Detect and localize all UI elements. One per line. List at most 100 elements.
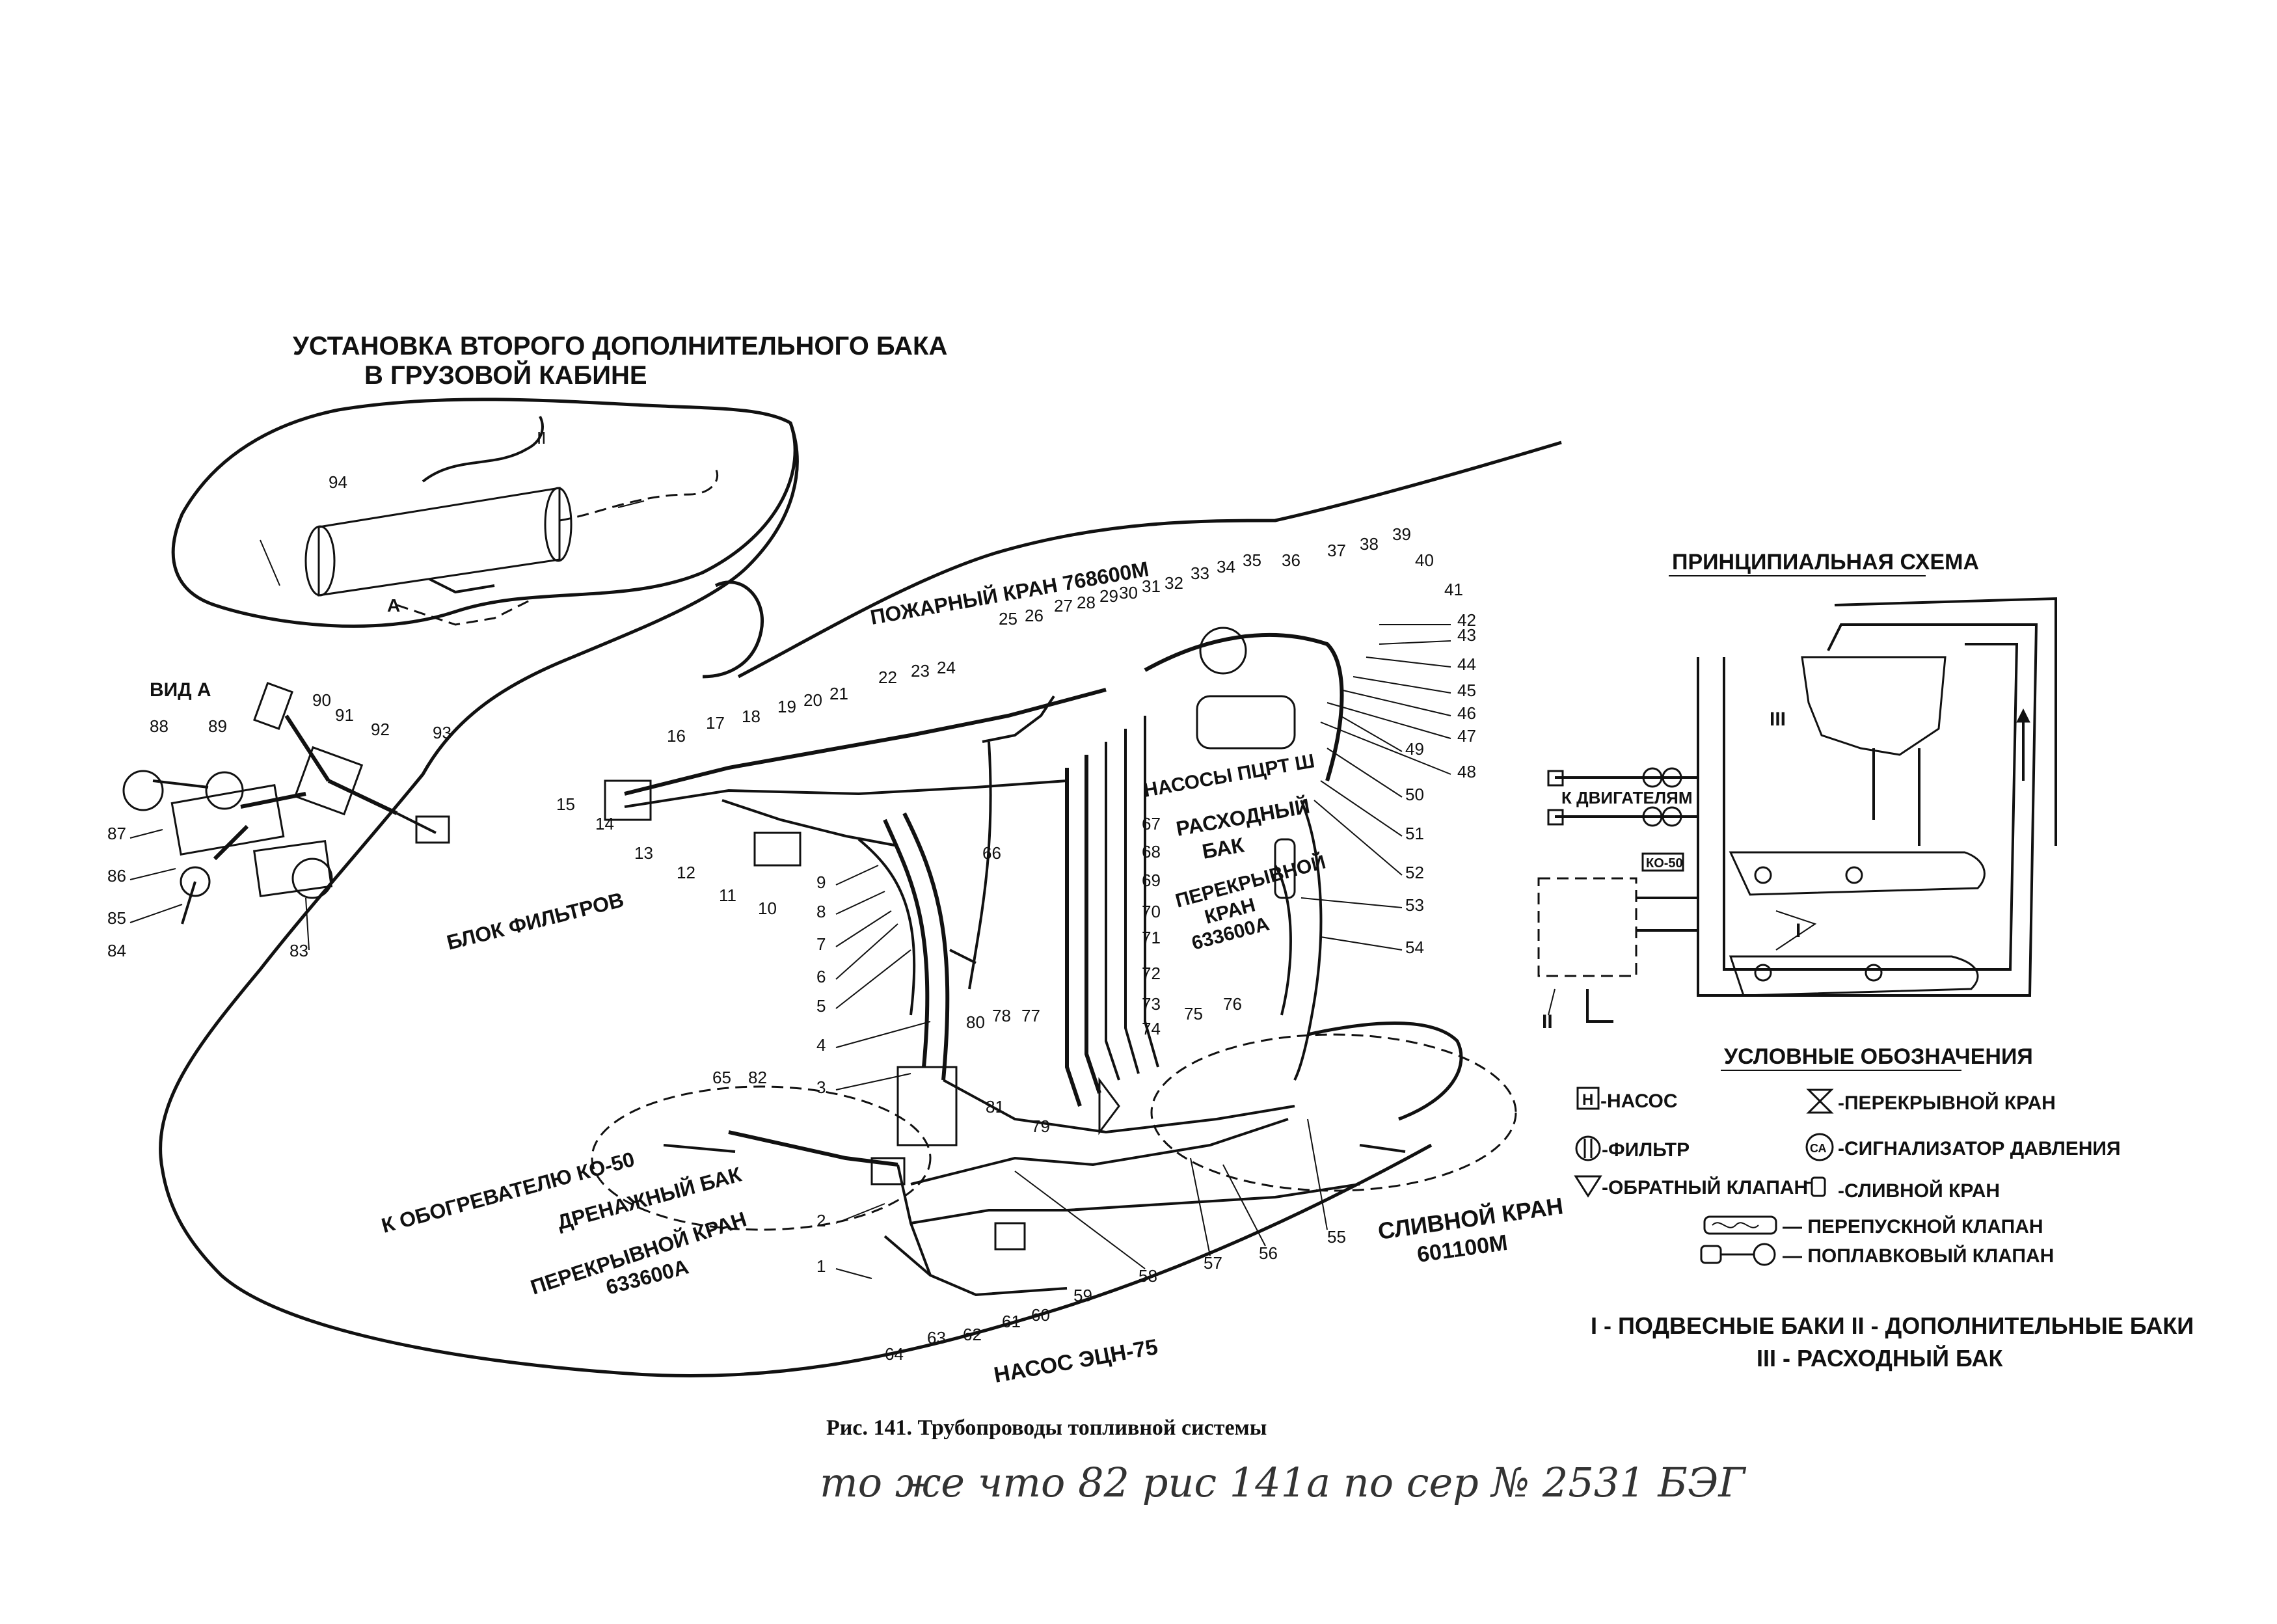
- callout-47: 47: [1457, 726, 1476, 746]
- callout-67: 67: [1142, 814, 1161, 833]
- callout-14: 14: [595, 814, 614, 833]
- legend-bypass-valve: — ПЕРЕПУСКНОЙ КЛАПАН: [1703, 1215, 2043, 1238]
- legend-pump: Н -НАСОС: [1576, 1087, 1678, 1112]
- callout-26: 26: [1025, 606, 1044, 625]
- scheme-to-engines: К ДВИГАТЕЛЯМ: [1561, 788, 1692, 807]
- callout-36: 36: [1282, 550, 1300, 570]
- callout-32: 32: [1165, 573, 1183, 593]
- callout-10: 10: [758, 899, 777, 918]
- callout-19: 19: [777, 697, 796, 716]
- legend-drain-valve: -СЛИВНОЙ КРАН: [1805, 1176, 2000, 1202]
- legend-pressure-signal-label: -СИГНАЛИЗАТОР ДАВЛЕНИЯ: [1838, 1138, 2121, 1159]
- label-filter-block: БЛОК ФИЛЬТРОВ: [444, 887, 626, 954]
- scheme-tank-i-lower: [1729, 955, 1979, 997]
- leader-lines: [835, 624, 1451, 1279]
- callout-11: 11: [719, 886, 736, 905]
- legend-check-valve-label: -ОБРАТНЫЙ КЛАПАН: [1602, 1176, 1808, 1198]
- scheme-tank-i-label: I: [1796, 920, 1801, 941]
- scheme-aux-tanks-box: [1537, 877, 1637, 977]
- scheme-tank-i-upper: [1729, 851, 1986, 896]
- tank-legend-line1: I - ПОДВЕСНЫЕ БАКИ II - ДОПОЛНИТЕЛЬНЫЕ Б…: [1591, 1312, 2194, 1339]
- callout-8: 8: [816, 902, 826, 921]
- callout-9: 9: [816, 873, 826, 892]
- callout-37: 37: [1327, 541, 1346, 560]
- callout-38: 38: [1360, 534, 1379, 554]
- pump-icon: Н: [1582, 1091, 1593, 1109]
- callout-30: 30: [1119, 583, 1138, 602]
- legend-shutoff-valve: -ПЕРЕКРЫВНОЙ КРАН: [1806, 1089, 2056, 1114]
- callout-23: 23: [911, 661, 930, 681]
- callout-74: 74: [1142, 1019, 1161, 1038]
- callout-17: 17: [706, 713, 725, 733]
- callout-88: 88: [150, 716, 168, 736]
- callout-68: 68: [1142, 842, 1161, 861]
- callout-44: 44: [1457, 655, 1476, 674]
- callout-61: 61: [1002, 1312, 1021, 1331]
- drain-valve-icon: [1811, 1176, 1826, 1197]
- callout-5: 5: [816, 996, 826, 1016]
- pressure-signal-symbol: СА: [1810, 1142, 1827, 1155]
- legend-pressure-signal: СА -СИГНАЛИЗАТОР ДАВЛЕНИЯ: [1805, 1133, 2121, 1161]
- callout-42: 42: [1457, 610, 1476, 630]
- legend-float-valve: — ПОПЛАВКОВЫЙ КЛАПАН: [1700, 1243, 2054, 1267]
- legend-title: УСЛОВНЫЕ ОБОЗНАЧЕНИЯ: [1724, 1044, 2033, 1069]
- legend-pump-label: -НАСОС: [1600, 1090, 1678, 1112]
- view-a-assembly: [122, 682, 450, 925]
- callout-94: 94: [329, 472, 347, 492]
- callout-52: 52: [1405, 863, 1424, 882]
- callout-71: 71: [1142, 928, 1161, 947]
- drain-tank-outline: [591, 1085, 932, 1231]
- callout-25: 25: [999, 609, 1017, 629]
- check-valve-icon: [1574, 1175, 1602, 1198]
- legend-filter-label: -ФИЛЬТР: [1602, 1139, 1690, 1161]
- tank-legend-line2: III - РАСХОДНЫЙ БАК: [1757, 1344, 2003, 1372]
- callout-69: 69: [1142, 871, 1161, 890]
- callout-89: 89: [208, 716, 227, 736]
- callout-91: 91: [335, 705, 354, 725]
- callout-58: 58: [1138, 1266, 1157, 1286]
- callout-73: 73: [1142, 994, 1161, 1014]
- figure-caption: Рис. 141. Трубопроводы топливной системы: [826, 1416, 1267, 1440]
- callout-78: 78: [992, 1006, 1011, 1025]
- legend: УСЛОВНЫЕ ОБОЗНАЧЕНИЯ Н -НАСОС -ФИЛЬТР -О…: [1574, 1044, 2194, 1372]
- label-pump-ecn: НАСОС ЭЦН-75: [992, 1334, 1160, 1388]
- legend-bypass-valve-label: — ПЕРЕПУСКНОЙ КЛАПАН: [1783, 1215, 2043, 1238]
- callout-75: 75: [1184, 1004, 1203, 1023]
- callout-46: 46: [1457, 703, 1476, 723]
- callout-27: 27: [1054, 596, 1073, 616]
- drain-tank-body: [896, 1066, 958, 1146]
- callout-57: 57: [1204, 1253, 1222, 1273]
- callout-53: 53: [1405, 895, 1424, 915]
- callout-90: 90: [312, 690, 331, 710]
- callout-70: 70: [1142, 902, 1161, 921]
- inset-cabin-outline: [171, 398, 797, 628]
- callout-56: 56: [1259, 1243, 1278, 1263]
- callout-79: 79: [1031, 1116, 1050, 1136]
- callout-64: 64: [885, 1344, 904, 1364]
- scheme-tank-iii: [1801, 656, 1947, 756]
- callout-1: 1: [816, 1256, 826, 1276]
- callout-62: 62: [963, 1325, 982, 1344]
- view-a-title: ВИД А: [150, 679, 211, 701]
- callout-41: 41: [1444, 580, 1463, 599]
- callout-60: 60: [1031, 1305, 1050, 1325]
- callout-22: 22: [878, 668, 897, 687]
- callout-50: 50: [1405, 785, 1424, 804]
- callout-82: 82: [748, 1068, 767, 1087]
- callout-83: 83: [290, 941, 308, 960]
- bypass-valve-icon: [1703, 1215, 1777, 1235]
- callout-12: 12: [677, 863, 695, 882]
- callout-80: 80: [966, 1012, 985, 1032]
- fuselage: [159, 422, 1562, 1377]
- callout-20: 20: [803, 690, 822, 710]
- fuselage-upper-outline: [737, 440, 1562, 679]
- aux-tank-2: [304, 487, 573, 597]
- callout-45: 45: [1457, 681, 1476, 700]
- callout-15: 15: [556, 794, 575, 814]
- inset-title-line2: В ГРУЗОВОЙ КАБИНЕ: [364, 360, 647, 390]
- callout-34: 34: [1217, 557, 1235, 576]
- callout-49: 49: [1405, 739, 1424, 759]
- legend-drain-valve-label: -СЛИВНОЙ КРАН: [1838, 1180, 2000, 1202]
- shutoff-valve-icon: [1806, 1089, 1834, 1114]
- aft-tank-outline: [1150, 1033, 1517, 1192]
